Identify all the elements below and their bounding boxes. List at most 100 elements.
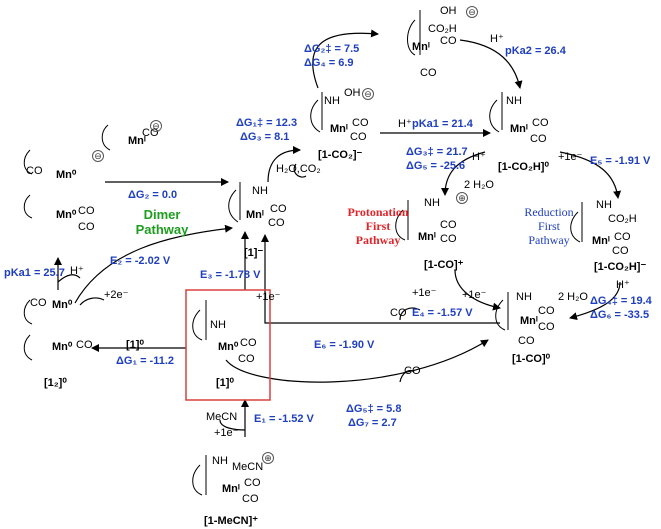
co-dimer-top-2: CO	[78, 205, 95, 217]
energy-dG2-ts: ΔG₂‡ = 7.5	[304, 43, 360, 55]
arrow-protonation	[441, 151, 486, 196]
pathway-dimer-line1: Dimer	[143, 207, 181, 222]
reagent-h-plus-pKa1: H⁺	[398, 118, 412, 130]
co-mecn-1: CO	[244, 477, 261, 489]
label-anion: [1]⁻	[244, 247, 264, 259]
arrow-co2-to-top	[312, 29, 379, 89]
mn-coplus: Mnᴵ	[418, 231, 436, 243]
co-dimer-top-3: CO	[78, 221, 95, 233]
reagent-h-plus-proton: H⁺	[472, 151, 486, 163]
curl-h2o	[293, 163, 307, 178]
label-neutral-box: [1]⁰	[216, 377, 234, 389]
reagent-h-plus-top: H⁺	[490, 33, 504, 45]
label-neutral-mid: [1]⁰	[126, 339, 144, 351]
co2h-top: CO₂H	[428, 23, 457, 35]
arrow-anion-to-co2	[267, 146, 301, 183]
energy-dG1-ts: ΔG₁‡ = 12.3	[236, 117, 298, 129]
mn-box: Mn⁰	[218, 341, 239, 353]
label-mecn: [1-MeCN]⁺	[204, 515, 259, 527]
curl-mecn	[219, 419, 246, 431]
nh-anion: NH	[252, 185, 268, 197]
energy-E2: E₂ = -2.02 V	[110, 255, 171, 267]
charge-dimer-top: ⊖	[92, 150, 104, 162]
co-mecn-2: CO	[242, 493, 259, 505]
co-top-2: CO	[420, 67, 437, 79]
arrow-top-to-co2h	[459, 39, 523, 89]
oh-co2: OH	[344, 87, 361, 99]
pathway-protonation-line3: Pathway	[355, 233, 401, 247]
co-co-neutral-3: CO	[518, 335, 535, 347]
mn-anion: Mnᴵ	[246, 209, 264, 221]
pathway-dimer-line2: Pathway	[135, 222, 189, 237]
pathway-protonation-line2: First	[365, 219, 391, 233]
nh-co2h: NH	[506, 95, 522, 107]
energy-E3: E₃ = -1.78 V	[200, 269, 261, 281]
co-co2h-2: CO	[530, 133, 547, 145]
co-co2-1: CO	[352, 117, 369, 129]
reagent-2h2o-b: 2 H₂O	[558, 291, 588, 303]
co-dimer-bot-2: CO	[76, 339, 93, 351]
co-coplus-2: CO	[440, 233, 457, 245]
co-box-2: CO	[238, 353, 255, 365]
co-co2-2: CO	[350, 131, 367, 143]
reagent-plus-e-e1: +1e⁻	[214, 427, 239, 439]
mn-co2h: Mnᴵ	[510, 123, 528, 135]
mn-co-neutral: Mnᴵ	[520, 315, 538, 327]
energy-dG4: ΔG₄ = 6.9	[304, 57, 354, 69]
curl-e6	[399, 307, 421, 321]
pathway-protonation: Protonation First Pathway	[338, 206, 418, 246]
energy-pKa2: pKa2 = 26.4	[505, 45, 566, 57]
label-co-plus: [1-CO]⁺	[424, 259, 464, 271]
mn-dimer-bot-b: Mn⁰	[52, 341, 73, 353]
co-coplus-1: CO	[440, 219, 457, 231]
energy-pKa1-left: pKa1 = 25.7	[4, 267, 65, 279]
co2h-co2h-anion: CO₂H	[608, 213, 637, 225]
energy-dG4-ts: ΔG₄‡ = 19.4	[590, 295, 652, 307]
energy-pKa1: pKa1 = 21.4	[412, 118, 473, 130]
energy-dG5-ts: ΔG₅‡ = 5.8	[346, 403, 402, 415]
nh-co2h-anion: NH	[596, 199, 612, 211]
nh-co-neutral: NH	[516, 291, 532, 303]
energy-E5: E₅ = -1.91 V	[590, 155, 651, 167]
reagent-plus-e-e3: +1e⁻	[256, 291, 281, 303]
arrow-co2h-anion-down	[569, 281, 621, 321]
nh-mecn: NH	[212, 455, 228, 467]
co-co2h-anion-1: CO	[614, 231, 631, 243]
reagent-plus-e-e6: +1e⁻	[412, 287, 437, 299]
reagent-mecn: MeCN	[206, 411, 238, 423]
co-dimer-bot-1: CO	[30, 297, 47, 309]
co-co-neutral-1: CO	[538, 305, 555, 317]
co-box-1: CO	[240, 337, 257, 349]
energy-dG1: ΔG₁ = -11.2	[116, 355, 175, 367]
charge-co2: ⊖	[362, 88, 374, 100]
reagent-plus-2e: +2e⁻	[104, 289, 129, 301]
energy-dG2: ΔG₂ = 0.0	[128, 189, 178, 201]
reagent-h2o-co2: H₂O,CO₂	[276, 163, 321, 175]
energy-dG7: ΔG₇ = 2.7	[348, 417, 397, 429]
energy-dG3: ΔG₃ = 8.1	[240, 131, 290, 143]
label-co2-complex: [1-CO₂]⁻	[318, 149, 363, 161]
pathway-reduction-line1: Reduction	[524, 205, 574, 219]
co-anion-1: CO	[270, 203, 287, 215]
mn-top: Mnᴵ	[412, 41, 430, 53]
arrow-reduction	[559, 151, 622, 199]
curl-hplus-left	[57, 274, 81, 283]
energy-E1: E₁ = -1.52 V	[254, 413, 314, 425]
pathway-protonation-line1: Protonation	[347, 205, 409, 219]
energy-dG6: ΔG₆ = -33.5	[590, 309, 650, 321]
mn-dimer-bot-a: Mn⁰	[52, 299, 73, 311]
energy-E4: E₄ = -1.57 V	[412, 307, 473, 319]
arrow-coplus-down	[454, 269, 501, 311]
nh-co2: NH	[324, 95, 340, 107]
mn-mecn: Mnᴵ	[222, 483, 240, 495]
charge-mecn: ⊕	[262, 452, 274, 464]
mecn-ligand: MeCN	[232, 461, 264, 473]
arrow-bottom-arc	[225, 339, 489, 383]
label-co2h-complex: [1-CO₂H]⁰	[498, 161, 549, 173]
reagent-h-plus-left: H⁺	[70, 265, 84, 277]
reagent-2h2o-a: 2 H₂O	[464, 179, 494, 191]
co-co2h-1: CO	[532, 117, 549, 129]
